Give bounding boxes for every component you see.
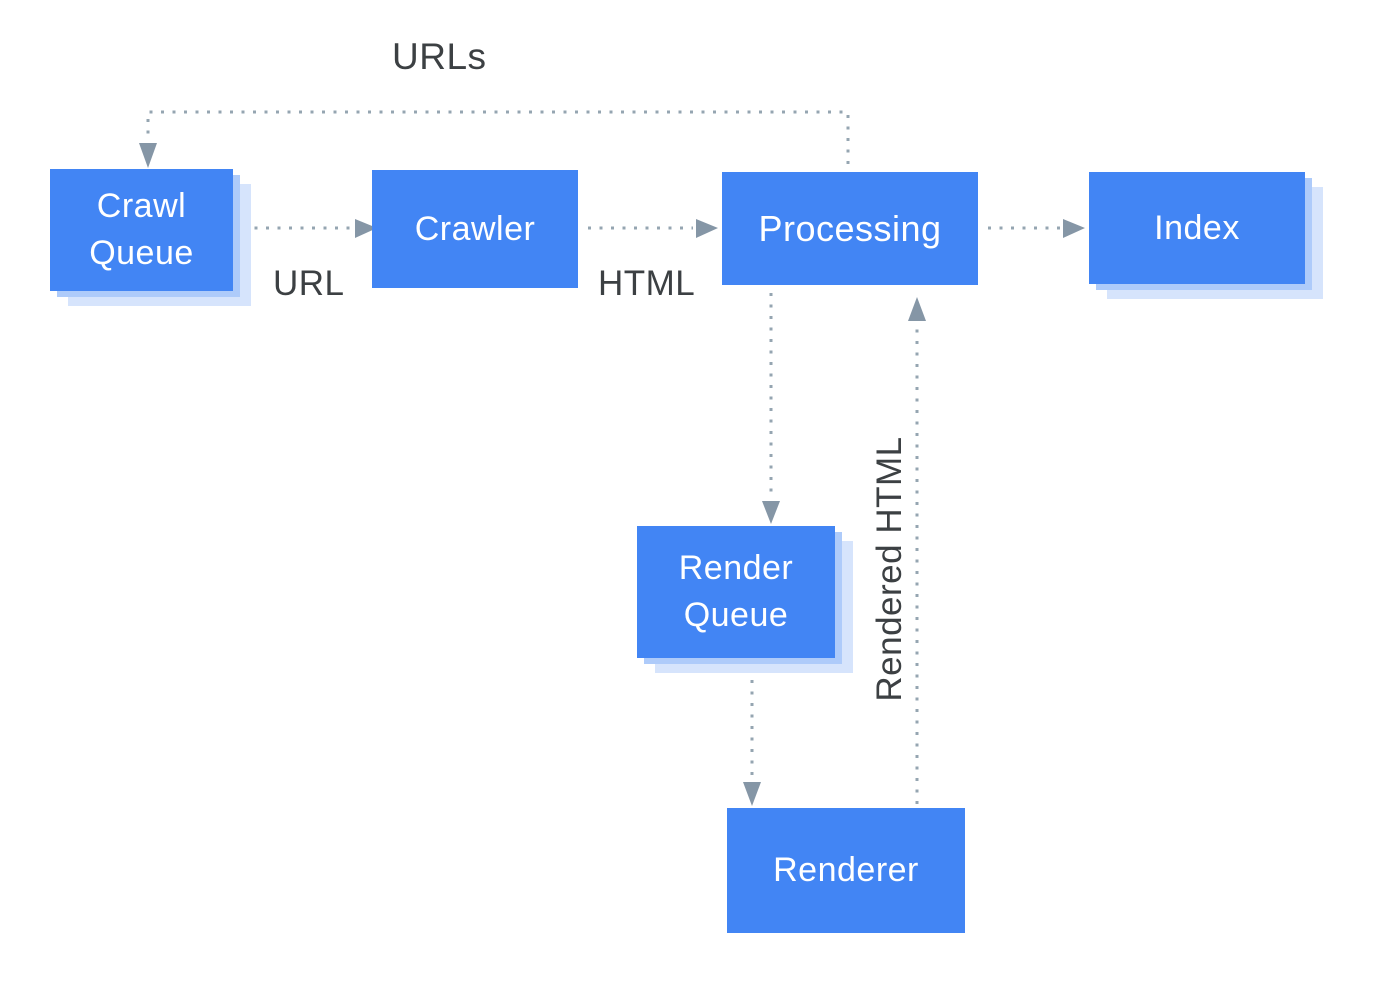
arrowhead-into-index [1063, 219, 1085, 238]
node-render-queue-label: Render Queue [678, 549, 794, 634]
arrowhead-into-renderer [743, 782, 761, 806]
arrowhead-into-processing-bottom [908, 297, 926, 321]
edge-label-urls: URLs [392, 36, 487, 77]
node-crawler: Crawler [372, 170, 578, 288]
edge-label-url: URL [273, 264, 345, 303]
node-processing-label: Processing [758, 207, 942, 249]
edge-label-html: HTML [598, 264, 696, 303]
node-crawl-queue-label: Crawl Queue [89, 187, 194, 272]
node-index-label: Index [1154, 208, 1240, 247]
node-renderer: Renderer [727, 808, 965, 933]
node-processing: Processing [722, 172, 978, 285]
node-renderer-label: Renderer [773, 851, 919, 890]
node-render-queue: Render Queue [637, 526, 835, 658]
arrowhead-into-render-queue [762, 501, 780, 524]
node-index: Index [1089, 172, 1305, 284]
edge-label-rendered-html: Rendered HTML [870, 436, 909, 702]
node-crawl-queue: Crawl Queue [50, 169, 233, 291]
arrowhead-into-processing-left [696, 219, 718, 238]
arrowhead-into-crawl-queue [139, 143, 157, 168]
node-crawler-label: Crawler [414, 209, 536, 248]
arrowhead-into-crawler [355, 219, 377, 238]
connector-processing-to-crawl-queue [146, 110, 850, 164]
